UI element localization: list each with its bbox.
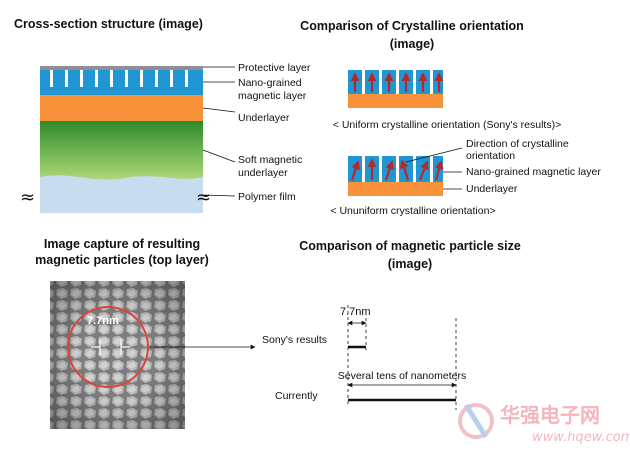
label-direction-1: Direction of crystalline — [466, 138, 569, 150]
underlayer — [40, 95, 203, 121]
crystalline-title-sub: (image) — [390, 37, 434, 51]
protective-layer — [40, 66, 203, 70]
label-polymer: Polymer film — [238, 191, 296, 203]
cross-section-stack: ≈ ≈ — [20, 66, 211, 213]
soft-magnetic-underlayer — [40, 121, 203, 183]
label-nano-layer: Nano-grained magnetic layer — [466, 166, 601, 178]
uniform-caption: < Uniform crystalline orientation (Sony'… — [333, 119, 561, 131]
break-symbol-right: ≈ — [196, 187, 211, 208]
ununiform-caption: < Ununiform crystalline orientation> — [330, 205, 495, 217]
cross-section-leaders — [202, 66, 236, 197]
micrograph-scale-marker — [91, 339, 130, 355]
highlight-circle — [67, 306, 149, 388]
label-crystal-underlayer: Underlayer — [466, 183, 518, 195]
ununiform-arrows — [350, 158, 444, 181]
label-protective: Protective layer — [238, 62, 311, 74]
label-nano-2: magnetic layer — [238, 90, 307, 102]
micrograph-scale-label: 7.7nm — [87, 315, 119, 327]
size-scale-label: 7.7nm — [340, 306, 371, 318]
particle-size-title-sub: (image) — [388, 257, 432, 271]
capture-title: Image capture of resulting — [44, 237, 200, 251]
particle-micrograph: 7.7nm — [50, 281, 185, 429]
label-direction-2: orientation — [466, 150, 515, 162]
cross-section-title: Cross-section structure (image) — [14, 17, 203, 31]
watermark-logo — [458, 403, 494, 439]
label-soft-2: underlayer — [238, 167, 288, 179]
uniform-arrows — [350, 72, 444, 92]
crystalline-leaders — [405, 147, 463, 190]
ununiform-orientation-diagram — [348, 156, 444, 196]
polymer-film — [40, 175, 203, 213]
watermark-url: www.hqew.com — [532, 430, 630, 445]
uniform-orientation-diagram — [348, 70, 444, 108]
label-soft-1: Soft magnetic — [238, 154, 302, 166]
particle-size-title: Comparison of magnetic particle size — [299, 239, 521, 253]
watermark-name: 华强电子网 — [500, 403, 600, 427]
label-nano-1: Nano-grained — [238, 77, 302, 89]
capture-title-2: magnetic particles (top layer) — [35, 253, 209, 267]
grain-boundaries — [50, 70, 188, 87]
break-symbol-left: ≈ — [20, 187, 35, 208]
several-tens-label: Several tens of nanometers — [338, 370, 466, 382]
label-underlayer: Underlayer — [238, 112, 290, 124]
nano-grained-layer — [40, 70, 203, 95]
sony-results-label: Sony's results — [262, 334, 327, 346]
crystalline-title: Comparison of Crystalline orientation — [300, 19, 524, 33]
currently-label: Currently — [275, 390, 318, 402]
size-guides — [347, 305, 457, 410]
